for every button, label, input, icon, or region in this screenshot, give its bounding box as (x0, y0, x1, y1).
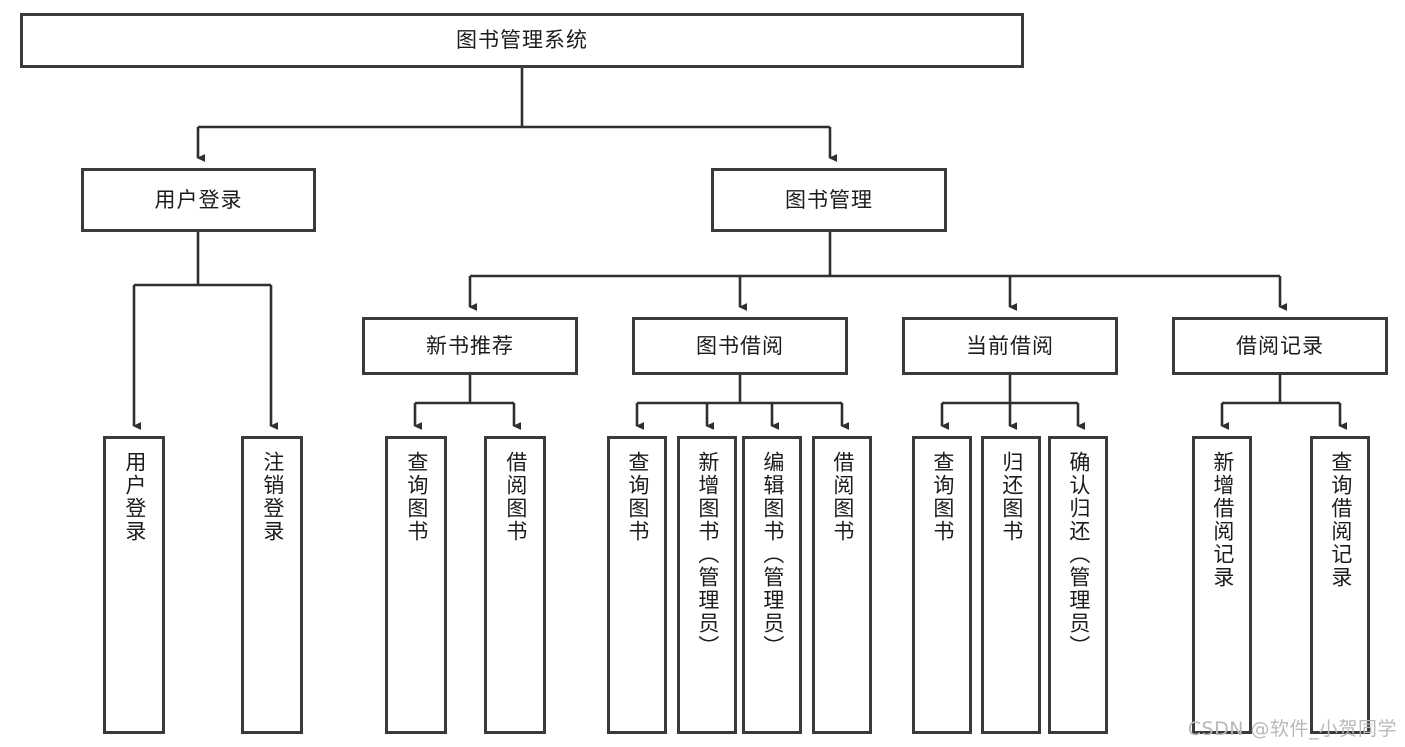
node-new-book-recommend[interactable]: 新书推荐 (362, 317, 578, 375)
node-root[interactable]: 图书管理系统 (20, 13, 1024, 68)
node-new-book-recommend-label: 新书推荐 (426, 333, 514, 358)
node-book-manage-label: 图书管理 (785, 187, 873, 212)
node-leaf-query-book-2[interactable]: 查询图书 (607, 436, 667, 734)
node-leaf-query-book-1-label: 查询图书 (404, 451, 429, 543)
node-leaf-borrow-book-1[interactable]: 借阅图书 (484, 436, 546, 734)
node-book-borrow[interactable]: 图书借阅 (632, 317, 848, 375)
node-leaf-confirm-return-admin-label: 确认归还（管理员） (1066, 451, 1091, 658)
node-leaf-query-book-2-label: 查询图书 (625, 451, 650, 543)
node-borrow-record[interactable]: 借阅记录 (1172, 317, 1388, 375)
node-borrow-record-label: 借阅记录 (1236, 333, 1324, 358)
node-leaf-return-book-label: 归还图书 (999, 451, 1024, 543)
node-leaf-return-book[interactable]: 归还图书 (981, 436, 1041, 734)
node-book-manage[interactable]: 图书管理 (711, 168, 947, 232)
node-leaf-add-book-admin-label: 新增图书（管理员） (695, 451, 720, 658)
node-leaf-user-login-label: 用户登录 (122, 451, 147, 543)
node-leaf-logout-login-label: 注销登录 (260, 451, 285, 543)
node-leaf-query-book-1[interactable]: 查询图书 (385, 436, 447, 734)
node-user-login[interactable]: 用户登录 (81, 168, 316, 232)
node-leaf-add-borrow-record[interactable]: 新增借阅记录 (1192, 436, 1252, 734)
node-leaf-edit-book-admin-label: 编辑图书（管理员） (760, 451, 785, 658)
node-leaf-query-borrow-record-label: 查询借阅记录 (1328, 451, 1353, 589)
node-leaf-user-login[interactable]: 用户登录 (103, 436, 165, 734)
node-leaf-borrow-book-2-label: 借阅图书 (830, 451, 855, 543)
node-book-borrow-label: 图书借阅 (696, 333, 784, 358)
node-current-borrow[interactable]: 当前借阅 (902, 317, 1118, 375)
node-leaf-confirm-return-admin[interactable]: 确认归还（管理员） (1048, 436, 1108, 734)
node-leaf-add-book-admin[interactable]: 新增图书（管理员） (677, 436, 737, 734)
node-leaf-add-borrow-record-label: 新增借阅记录 (1210, 451, 1235, 589)
node-leaf-borrow-book-2[interactable]: 借阅图书 (812, 436, 872, 734)
watermark: CSDN @软件_小贺同学 (1187, 718, 1397, 740)
node-leaf-query-book-3[interactable]: 查询图书 (912, 436, 972, 734)
node-leaf-query-borrow-record[interactable]: 查询借阅记录 (1310, 436, 1370, 734)
node-leaf-edit-book-admin[interactable]: 编辑图书（管理员） (742, 436, 802, 734)
node-root-label: 图书管理系统 (456, 28, 588, 53)
node-user-login-label: 用户登录 (154, 187, 243, 212)
node-current-borrow-label: 当前借阅 (966, 333, 1054, 358)
node-leaf-query-book-3-label: 查询图书 (930, 451, 955, 543)
node-leaf-logout-login[interactable]: 注销登录 (241, 436, 303, 734)
node-leaf-borrow-book-1-label: 借阅图书 (503, 451, 528, 543)
